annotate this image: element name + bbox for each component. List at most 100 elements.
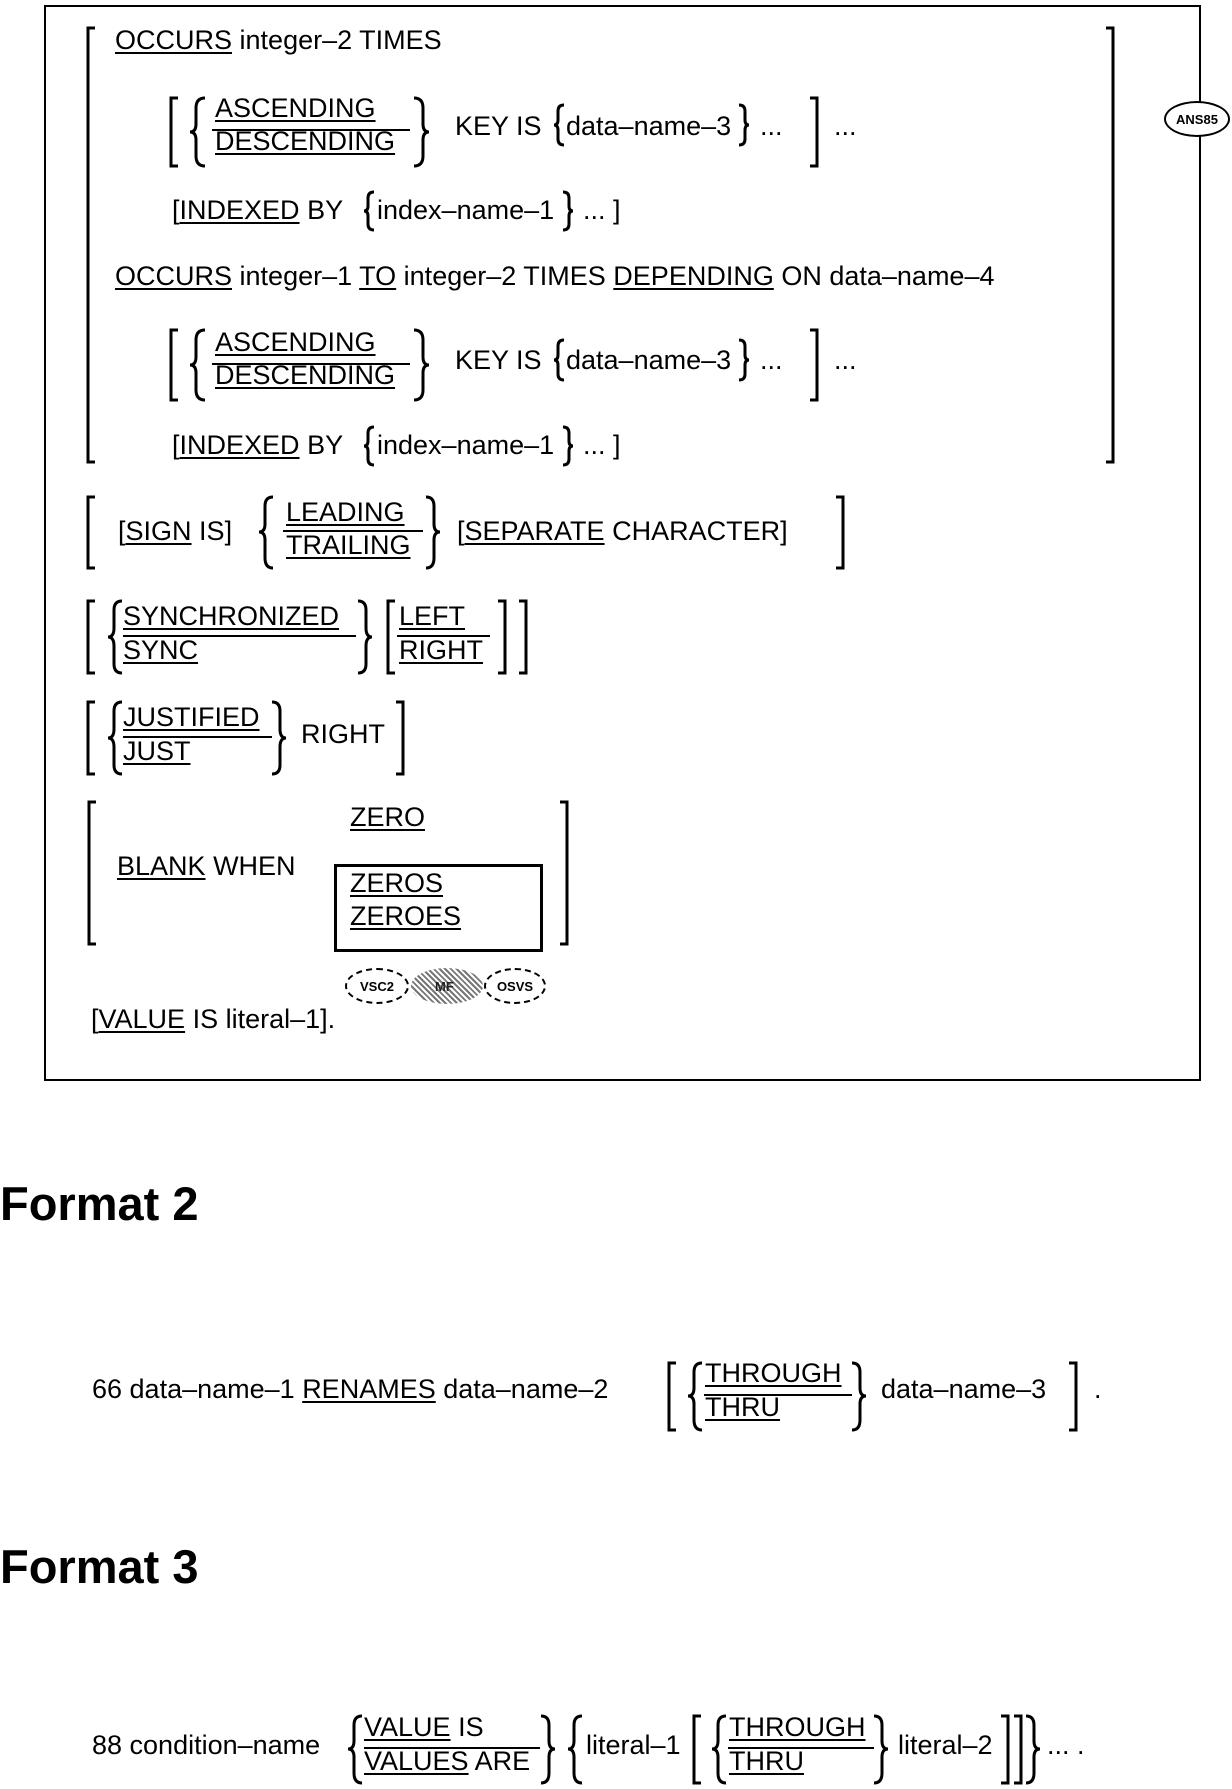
brace-left	[553, 103, 565, 147]
by-label: BY	[307, 195, 344, 225]
keyword-zeroes: ZEROES	[350, 901, 462, 931]
bracket-right	[560, 800, 569, 946]
brace-right	[540, 1714, 556, 1785]
brace-right	[562, 425, 574, 467]
keyword-value: VALUE	[98, 1004, 186, 1034]
indexed-by-ellipsis: ... ]	[583, 430, 621, 460]
bracket-left	[87, 800, 96, 946]
brace-right	[562, 190, 574, 232]
brace-right	[1025, 1714, 1041, 1785]
brace-left	[258, 495, 274, 570]
keyword-sync: SYNC	[123, 635, 199, 665]
keyword-right: RIGHT	[399, 635, 483, 665]
separate-clause: [SEPARATE CHARACTER]	[457, 516, 788, 546]
extension-box	[334, 864, 543, 952]
index-name-1: index–name–1	[377, 430, 555, 460]
key-is-label: KEY IS	[455, 111, 542, 141]
brace-left	[567, 1714, 583, 1785]
bracket-right	[1014, 1714, 1023, 1785]
indexed-by-ellipsis: ... ]	[583, 195, 621, 225]
bracket-right	[810, 328, 819, 402]
bracket-right	[836, 495, 845, 570]
by-label: BY	[307, 430, 344, 460]
brace-left	[107, 700, 123, 776]
brace-right	[413, 328, 430, 402]
keyword-left: LEFT	[399, 601, 466, 631]
terminator-period: .	[1094, 1374, 1102, 1404]
keyword-values: VALUES	[364, 1746, 469, 1776]
bracket-right	[519, 599, 528, 675]
keyword-value: VALUE	[364, 1712, 451, 1742]
keyword-indexed: INDEXED	[179, 195, 300, 225]
keyword-zeros: ZEROS	[350, 868, 444, 898]
keyword-ascending: ASCENDING	[215, 93, 376, 123]
data-name-3: data–name–3	[566, 345, 732, 375]
keyword-descending: DESCENDING	[215, 360, 396, 390]
sign-clause: [SIGN IS]	[118, 516, 233, 546]
brace-right	[425, 495, 441, 570]
format-2-line: 66 data–name–1 RENAMES data–name–2	[92, 1374, 609, 1404]
brace-right	[873, 1714, 889, 1785]
brace-left	[189, 328, 206, 402]
keyword-thru: THRU	[705, 1392, 780, 1422]
brace-right	[271, 700, 287, 776]
brace-left	[189, 96, 206, 168]
bracket-right	[396, 700, 405, 776]
brace-left	[107, 599, 123, 675]
bracket-right	[810, 96, 819, 168]
value-clause: [VALUE IS literal–1].	[91, 1004, 336, 1034]
ellipsis: ... .	[1047, 1730, 1085, 1760]
key-is-label: KEY IS	[455, 345, 542, 375]
keyword-sign: SIGN	[125, 516, 192, 546]
occurs-operand: integer–2 TIMES	[239, 25, 442, 55]
keyword-to: TO	[359, 261, 397, 291]
keyword-ascending: ASCENDING	[215, 327, 376, 357]
keyword-through: THROUGH	[705, 1358, 842, 1388]
ellipsis: ...	[760, 345, 783, 375]
keyword-indexed: INDEXED	[179, 430, 300, 460]
brace-right	[413, 96, 430, 168]
mf-badge: MF	[411, 968, 483, 1004]
data-name-3: data–name–3	[566, 111, 732, 141]
keyword-justified: JUSTIFIED	[123, 702, 260, 732]
bracket-right	[1069, 1361, 1078, 1432]
bracket-left	[692, 1714, 701, 1785]
keyword-trailing: TRAILING	[286, 530, 411, 560]
keyword-blank: BLANK	[117, 851, 206, 881]
vsc2-badge: VSC2	[345, 968, 409, 1004]
keyword-through: THROUGH	[729, 1712, 866, 1742]
keyword-thru: THRU	[729, 1746, 804, 1776]
ellipsis: ...	[760, 111, 783, 141]
osvs-badge: OSVS	[484, 968, 546, 1004]
data-name-3: data–name–3	[881, 1374, 1047, 1404]
keyword-occurs: OCCURS	[115, 25, 233, 55]
keyword-separate: SEPARATE	[464, 516, 605, 546]
bracket-left	[86, 495, 95, 570]
bracket-left	[86, 700, 95, 776]
format-2-heading: Format 2	[0, 1177, 199, 1230]
brace-right	[357, 599, 373, 675]
occurs-group-left-bracket	[86, 26, 95, 464]
brace-left	[347, 1714, 363, 1785]
ellipsis: ...	[834, 345, 857, 375]
bracket-left	[169, 328, 178, 402]
bracket-left	[667, 1361, 676, 1432]
condition-name-prefix: 88 condition–name	[92, 1730, 321, 1760]
keyword-just: JUST	[123, 736, 191, 766]
value-is-option: VALUE IS	[364, 1712, 484, 1742]
bracket-right	[498, 599, 507, 675]
occurs-line-1: OCCURS integer–2 TIMES	[115, 27, 442, 54]
brace-right	[738, 103, 750, 147]
index-name-1: index–name–1	[377, 195, 555, 225]
brace-right	[738, 338, 750, 382]
bracket-left	[86, 599, 95, 675]
brace-left	[363, 190, 375, 232]
brace-left	[687, 1361, 703, 1432]
bracket-left	[386, 599, 395, 675]
format1-frame	[44, 5, 1201, 1081]
occurs-group-right-bracket	[1106, 26, 1115, 464]
indexed-by-line-1: [INDEXED BY	[172, 195, 344, 225]
brace-right	[851, 1361, 867, 1432]
indexed-by-line-2: [INDEXED BY	[172, 430, 344, 460]
